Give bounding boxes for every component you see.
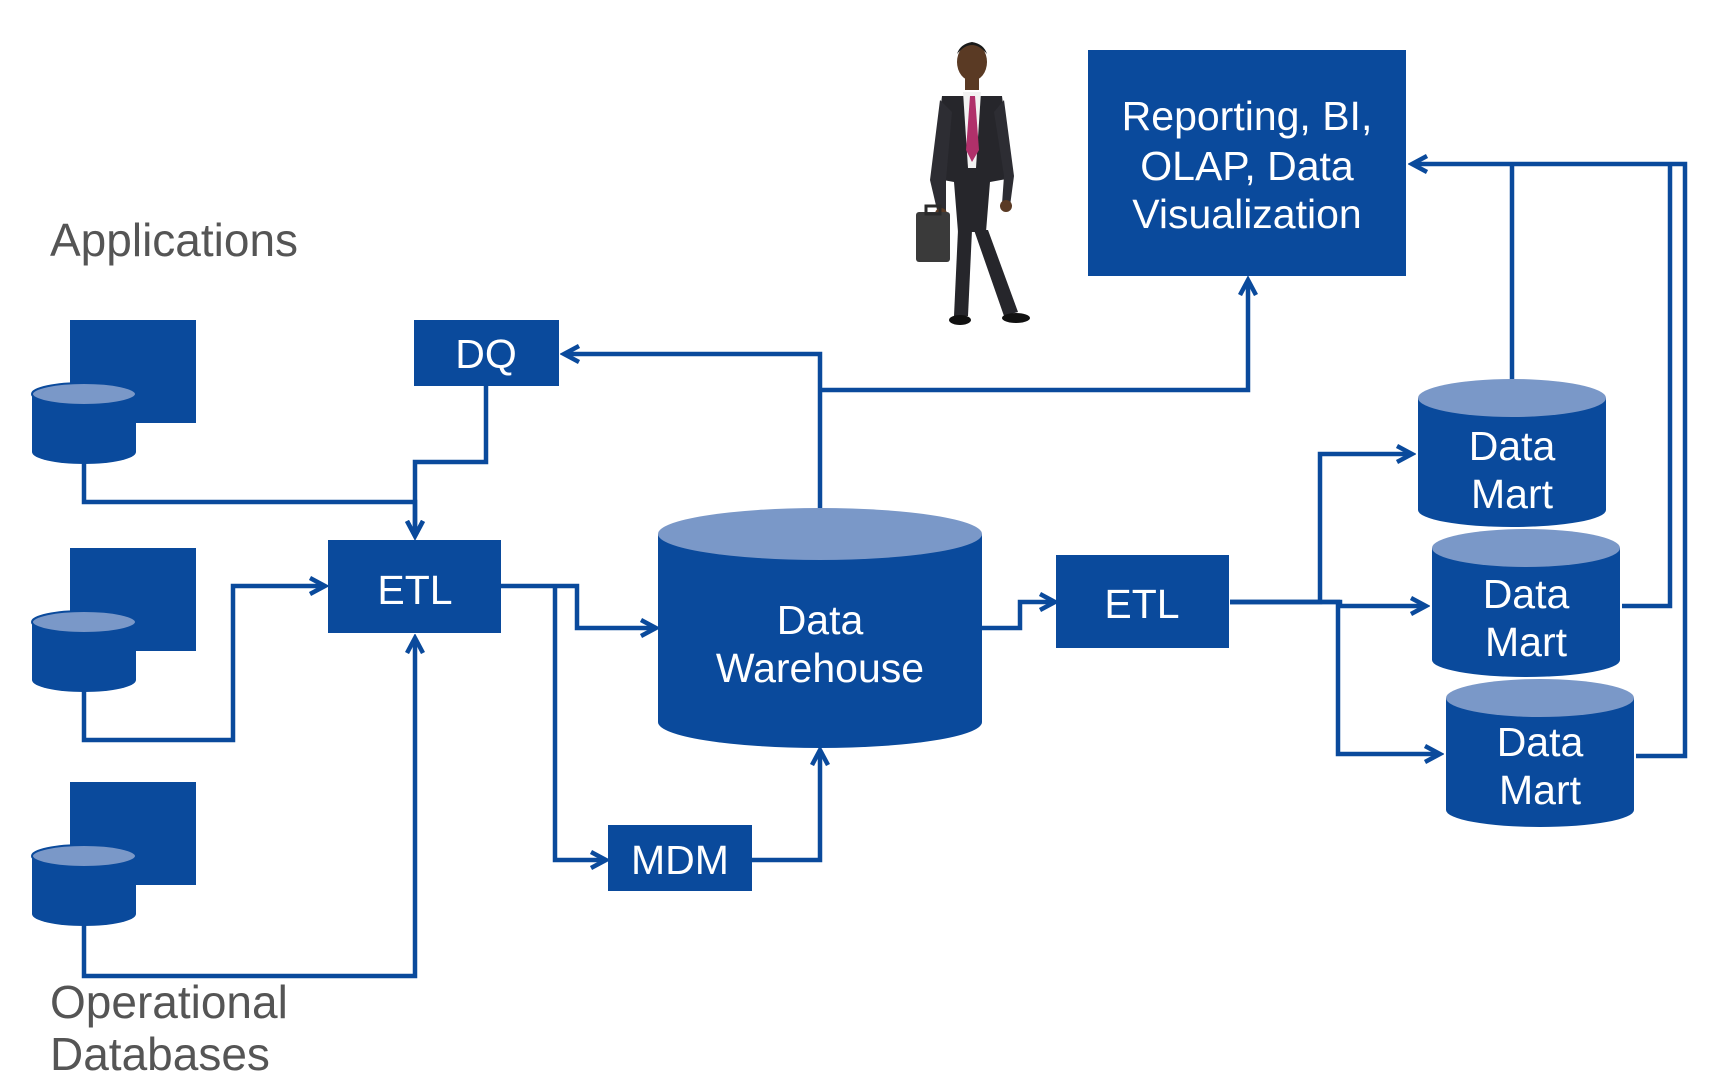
data-mart-cylinder-2: Data Mart (1432, 529, 1620, 677)
etl-right-node: ETL (1056, 555, 1229, 648)
reporting-label-line-3: Visualization (1132, 191, 1361, 237)
data-warehouse-label-line-1: Data (777, 597, 864, 643)
wire-etl-to-data-mart-3 (1230, 599, 1440, 754)
wire-data-mart-3-to-reporting (1412, 164, 1688, 759)
wire-source-1-to-etl (81, 462, 415, 536)
reporting-bi-node: Reporting, BI, OLAP, Data Visualization (1088, 50, 1406, 276)
application-database-icon (31, 320, 196, 464)
data-mart-2-label-line-1: Data (1483, 571, 1570, 617)
wire-warehouse-to-etl-right (982, 602, 1055, 631)
businessman-with-briefcase-icon (916, 42, 1030, 325)
etl-left-node: ETL (328, 540, 501, 633)
data-mart-2-label-line-2: Mart (1485, 619, 1568, 665)
wire-warehouse-to-dq (564, 354, 823, 510)
data-warehouse-label-line-2: Warehouse (716, 645, 924, 691)
dq-node: DQ (414, 320, 559, 386)
wire-data-mart-2-to-reporting (1622, 164, 1673, 609)
application-database-icon (31, 548, 196, 692)
wire-etl-to-mdm (552, 586, 606, 860)
etl-left-label: ETL (377, 567, 452, 613)
operational-databases-label-line-2: Databases (50, 1028, 270, 1080)
wire-dq-to-etl (415, 382, 489, 536)
wire-warehouse-to-reporting (820, 280, 1248, 393)
mdm-label: MDM (631, 837, 729, 883)
data-mart-3-label-line-1: Data (1497, 719, 1584, 765)
mdm-node: MDM (608, 825, 752, 891)
data-mart-1-label-line-1: Data (1469, 423, 1556, 469)
data-mart-1-label-line-2: Mart (1471, 471, 1554, 517)
data-mart-cylinder-1: Data Mart (1418, 379, 1606, 527)
wire-etl-to-warehouse (500, 583, 656, 628)
wire-mdm-to-warehouse (752, 750, 820, 863)
wire-source-2-to-etl (81, 586, 325, 743)
reporting-label-line-2: OLAP, Data (1140, 143, 1354, 189)
data-warehouse-cylinder: Data Warehouse (658, 508, 982, 748)
dq-label: DQ (455, 331, 517, 377)
wire-etl-to-data-mart-1 (1230, 454, 1412, 605)
data-mart-cylinder-3: Data Mart (1446, 679, 1634, 827)
etl-right-label: ETL (1104, 581, 1179, 627)
application-database-icon (31, 782, 196, 926)
wire-source-3-to-etl (81, 638, 415, 979)
applications-label: Applications (50, 214, 298, 266)
reporting-label-line-1: Reporting, BI, (1122, 93, 1373, 139)
operational-databases-label-line-1: Operational (50, 976, 288, 1028)
data-mart-3-label-line-2: Mart (1499, 767, 1582, 813)
